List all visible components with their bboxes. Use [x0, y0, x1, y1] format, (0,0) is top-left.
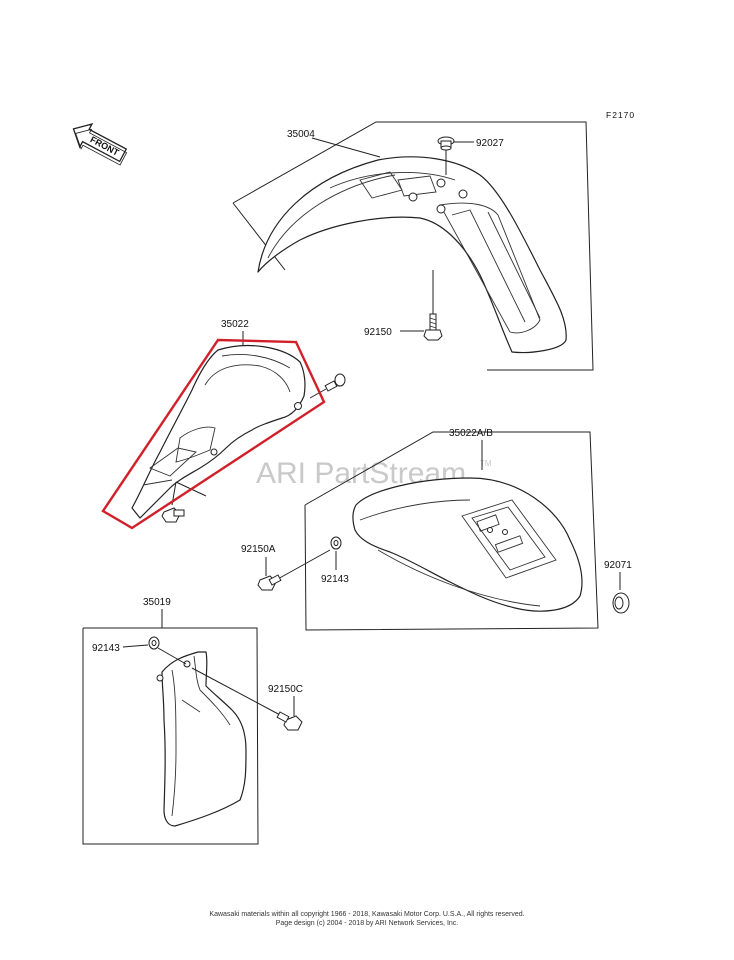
mount-hole-icon	[294, 402, 302, 410]
bolt-92150a-icon	[257, 574, 282, 591]
bolt-92150c-icon	[276, 711, 303, 731]
part-label-92027: 92027	[476, 138, 504, 149]
leader-92143-bottom-axis	[157, 647, 187, 665]
selection-highlight-outline	[101, 338, 326, 530]
leader-92150c-axis	[191, 667, 283, 717]
mount-hole-icon	[436, 204, 446, 214]
part-label-92143-top: 92143	[321, 574, 349, 585]
group-box-35022ab	[304, 431, 599, 631]
leader-35004	[311, 137, 381, 158]
mount-hole-icon	[436, 178, 446, 188]
mount-hole-icon	[487, 527, 493, 533]
footer-page-design-line: Page design (c) 2004 - 2018 by ARI Netwo…	[275, 920, 459, 927]
grommet-92027-icon	[437, 136, 455, 151]
washer-92143-bottom-icon	[148, 636, 160, 650]
group-box-35019	[82, 627, 259, 845]
part-label-92150a: 92150A	[241, 544, 276, 555]
group-box-35004-edge	[232, 202, 286, 271]
group-box-35004	[232, 121, 594, 371]
leader-92150a-axis	[275, 549, 331, 581]
mount-hole-icon	[156, 674, 164, 682]
watermark-trademark: TM	[480, 459, 492, 468]
copyright-footer: Kawasaki materials within all copyright …	[0, 910, 734, 928]
bolt-92150-icon	[423, 313, 443, 341]
washer-92143-icon	[330, 536, 342, 550]
mud-flap-35019	[156, 651, 247, 827]
screw-icon	[309, 373, 346, 399]
mount-hole-icon	[408, 192, 418, 202]
part-label-92071: 92071	[604, 560, 632, 571]
mount-hole-icon	[210, 448, 218, 456]
footer-copyright-line: Kawasaki materials within all copyright …	[209, 911, 525, 918]
mount-hole-icon	[502, 529, 508, 535]
grommet-92071-icon	[612, 592, 630, 614]
mount-hole-icon	[458, 189, 468, 199]
rear-fender-35022ab	[352, 477, 583, 612]
front-fender-35004	[257, 156, 567, 354]
part-label-92150: 92150	[364, 327, 392, 338]
front-arrow-icon: FRONT	[72, 122, 128, 166]
part-label-92143-bottom: 92143	[92, 643, 120, 654]
mud-guard-35022	[131, 344, 306, 519]
leader-92143-bottom	[122, 644, 149, 648]
part-label-35022: 35022	[221, 319, 249, 330]
part-label-35022ab: 35022A/B	[449, 428, 493, 439]
part-label-35019: 35019	[143, 597, 171, 608]
part-label-35004: 35004	[287, 129, 315, 140]
part-label-92150c: 92150C	[268, 684, 303, 695]
mount-hole-icon	[183, 660, 191, 668]
diagram-code: F2170	[606, 110, 635, 120]
